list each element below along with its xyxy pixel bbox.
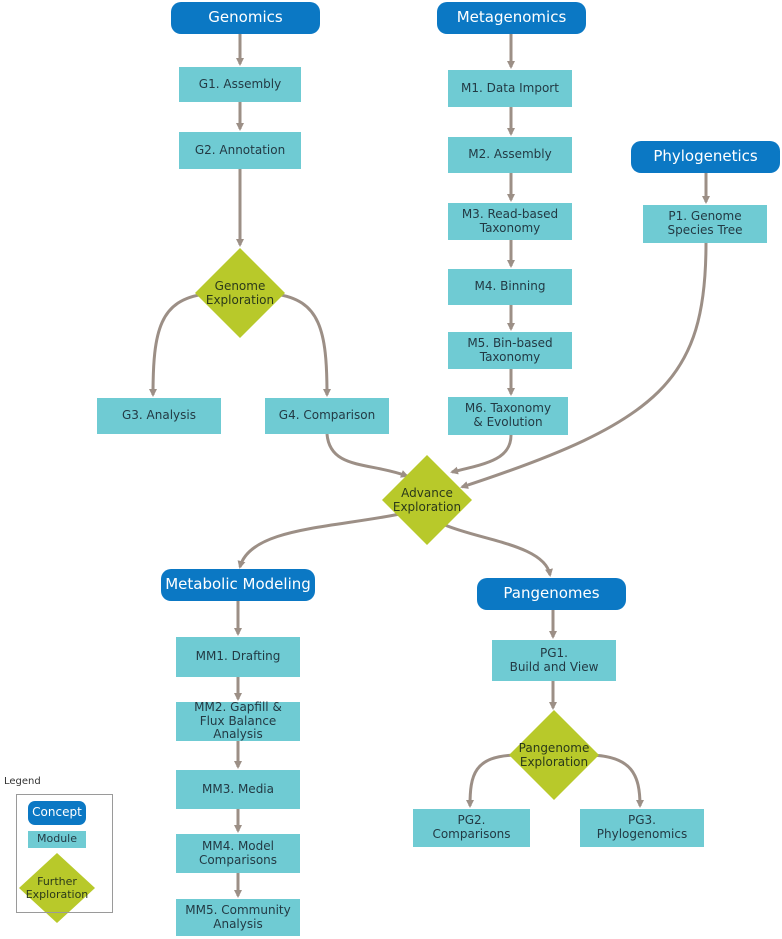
- arrow-genome-exploration-g3: [149, 292, 206, 397]
- arrow-p1-advance: [460, 242, 708, 489]
- module-m5: M5. Bin-based Taxonomy: [448, 332, 572, 369]
- module-m6: M6. Taxonomy & Evolution: [448, 397, 568, 435]
- arrow-pangenome-exploration-pg3: [589, 753, 644, 808]
- genome-exploration-label: Genome Exploration: [205, 278, 275, 307]
- pangenome-exploration-label: Pangenome Exploration: [518, 740, 590, 769]
- legend-title: Legend: [4, 776, 41, 787]
- arrow-pangenome-exploration-pg2: [466, 753, 517, 808]
- legend-box: [16, 794, 113, 913]
- concept-genomics: Genomics: [171, 2, 320, 34]
- arrow-genome-exploration-g4: [274, 292, 331, 397]
- arrow-g4-advance: [325, 433, 409, 478]
- module-pg1: PG1. Build and View: [492, 640, 616, 681]
- module-g4: G4. Comparison: [265, 398, 389, 434]
- arrow-advance-metabolic: [237, 512, 401, 569]
- legend-module: Module: [28, 831, 86, 848]
- module-g1: G1. Assembly: [179, 67, 301, 102]
- concept-metabolic-modeling: Metabolic Modeling: [161, 569, 315, 601]
- module-g2: G2. Annotation: [179, 132, 301, 169]
- advance-exploration-diamond: [382, 455, 472, 545]
- module-pg2: PG2. Comparisons: [413, 809, 530, 847]
- module-mm5: MM5. Community Analysis: [176, 899, 300, 936]
- concept-phylogenetics: Phylogenetics: [631, 141, 780, 173]
- module-pg3: PG3. Phylogenomics: [580, 809, 704, 847]
- legend-exploration-diamond: [19, 853, 95, 923]
- concept-metagenomics: Metagenomics: [437, 2, 586, 34]
- module-m3: M3. Read-based Taxonomy: [448, 203, 572, 240]
- module-m2: M2. Assembly: [448, 137, 572, 173]
- module-mm2: MM2. Gapfill & Flux Balance Analysis: [176, 700, 300, 741]
- concept-pangenomes: Pangenomes: [477, 578, 626, 610]
- legend-exploration-label: Further Exploration: [25, 874, 89, 901]
- arrow-advance-pangenomes: [444, 523, 553, 577]
- pangenome-exploration-diamond: [509, 710, 599, 800]
- module-g3: G3. Analysis: [97, 398, 221, 434]
- arrow-m6-advance: [450, 434, 513, 475]
- legend-concept: Concept: [28, 801, 86, 825]
- module-p1: P1. Genome Species Tree: [643, 205, 767, 243]
- module-m1: M1. Data Import: [448, 70, 572, 107]
- module-mm4: MM4. Model Comparisons: [176, 834, 300, 873]
- genome-exploration-diamond: [195, 248, 285, 338]
- advance-exploration-label: Advance Exploration: [392, 485, 462, 514]
- module-m4: M4. Binning: [448, 269, 572, 305]
- module-mm3: MM3. Media: [176, 770, 300, 809]
- module-mm1: MM1. Drafting: [176, 637, 300, 677]
